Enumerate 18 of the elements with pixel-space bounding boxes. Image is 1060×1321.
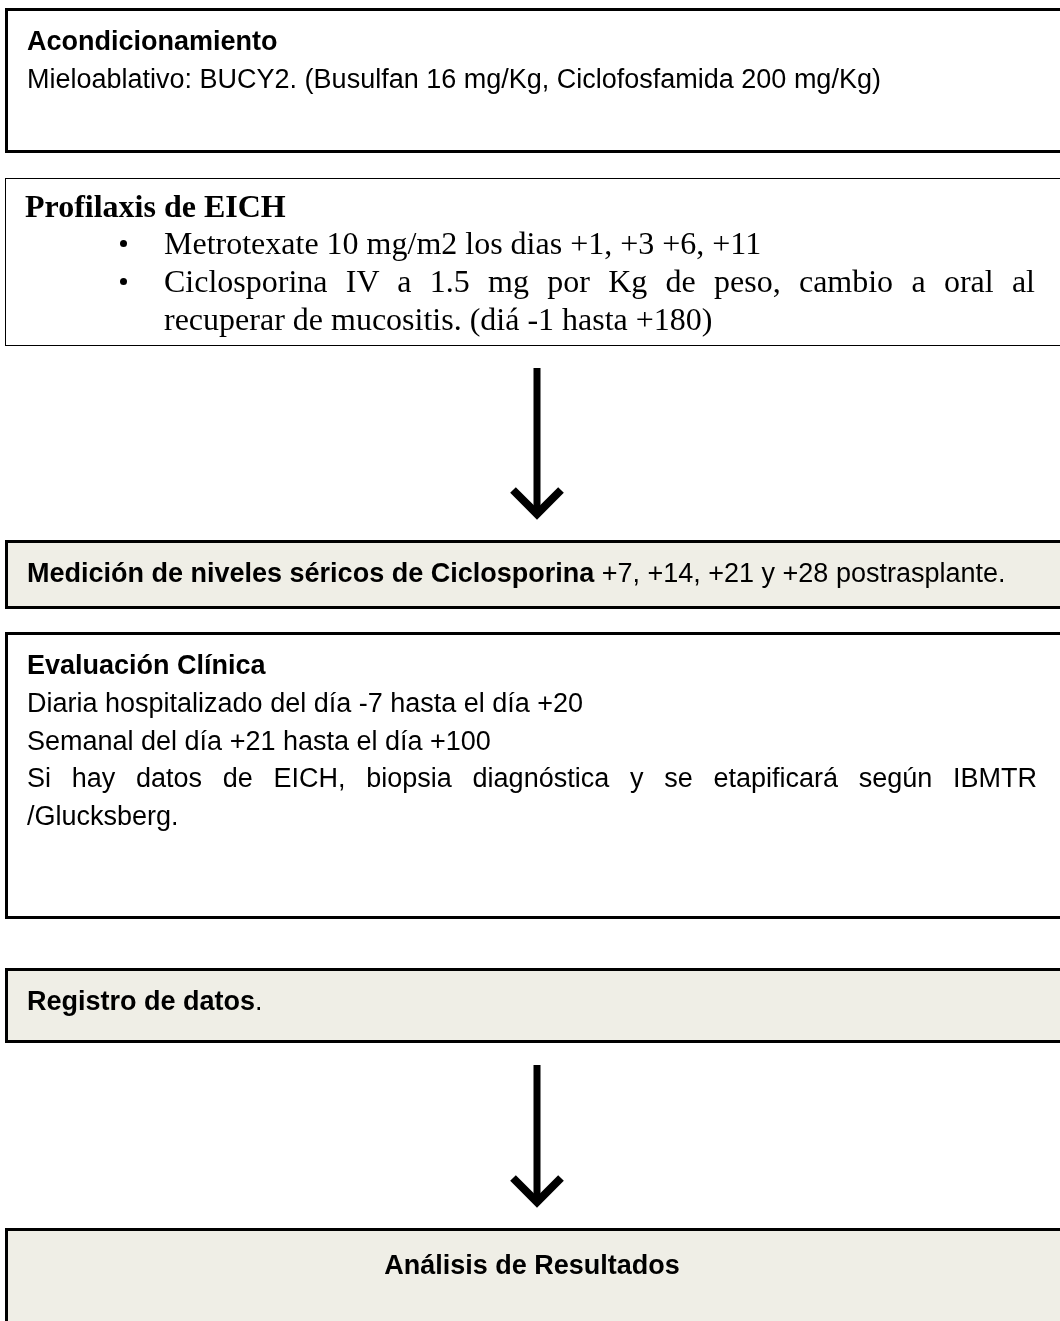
process-box xyxy=(5,632,1060,919)
process-box xyxy=(5,178,1060,346)
box-text: Si hay datos de EICH, biopsia diagnóstica y se etapificará según IBMTR /Glucksberg. xyxy=(27,762,1037,834)
bullet-text: Ciclosporina IV a 1.5 mg por Kg de peso, cambio a oral al recuperar de mucositis. (diá -1 hasta +180) xyxy=(164,263,1035,339)
box-heading: Evaluación Clínica xyxy=(27,649,266,682)
box-text: Mieloablativo: BUCY2. (Busulfan 16 mg/Kg, Ciclofosfamida 200 mg/Kg) xyxy=(27,62,882,96)
box-text: Medición de niveles séricos de Ciclosporina +7, +14, +21 y +28 postrasplante. xyxy=(27,557,1006,590)
process-box xyxy=(5,8,1060,153)
box-text: Registro de datos. xyxy=(27,985,263,1018)
process-box xyxy=(5,968,1060,1043)
box-text: Semanal del día +21 hasta el día +100 xyxy=(27,724,492,758)
box-heading: Análisis de Resultados xyxy=(383,1249,681,1282)
process-box xyxy=(5,1228,1060,1321)
box-heading: Profilaxis de EICH xyxy=(25,187,286,226)
box-text: Diaria hospitalizado del día -7 hasta el día +20 xyxy=(27,686,585,720)
box-heading: Acondicionamiento xyxy=(27,25,278,58)
bullet-text: Metrotexate 10 mg/m2 los dias +1, +3 +6, +11 xyxy=(164,225,763,264)
process-box xyxy=(5,540,1060,609)
